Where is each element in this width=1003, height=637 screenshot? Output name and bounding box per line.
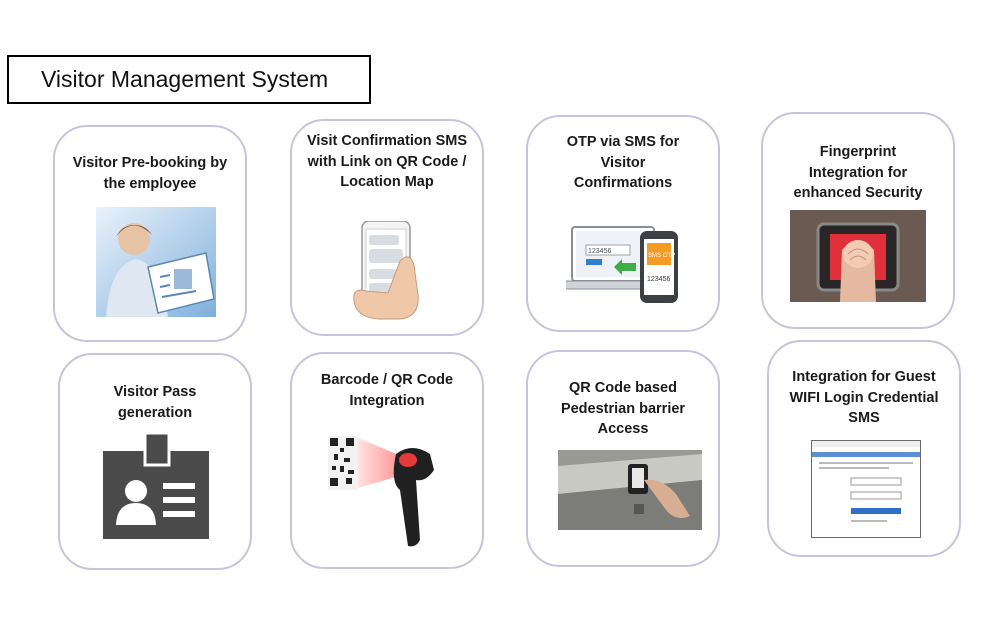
- card-visitor-pass: Visitor Pass generation: [58, 353, 252, 570]
- card-barcode-qr: Barcode / QR Code Integration: [290, 352, 484, 569]
- card-guest-wifi: Integration for Guest WIFI Login Credent…: [767, 340, 961, 557]
- card-qr-pedestrian-barrier: QR Code based Pedestrian barrier Access: [526, 350, 720, 567]
- card-visit-confirmation-sms: Visit Confirmation SMS with Link on QR C…: [290, 119, 484, 336]
- diagram-title: Visitor Management System: [7, 55, 371, 104]
- card-label: QR Code based Pedestrian barrier Access: [560, 380, 686, 437]
- card-fingerprint: Fingerprint Integration for enhanced Sec…: [761, 112, 955, 329]
- phone-otp-badge: SMS OTP: [648, 253, 675, 259]
- card-visitor-prebooking: Visitor Pre-booking by the employee: [53, 125, 247, 342]
- laptop-phone-otp-icon: 123456 SMS OTP 123456: [566, 219, 686, 315]
- card-label: Fingerprint Integration for enhanced Sec…: [793, 144, 923, 201]
- smartphone-sms-icon: [348, 221, 428, 321]
- fingerprint-scanner-icon: [790, 210, 926, 302]
- card-otp-sms: OTP via SMS for Visitor Confirmations 12…: [526, 115, 720, 332]
- card-label: Integration for Guest WIFI Login Credent…: [789, 369, 939, 426]
- wifi-login-tablet-icon: [811, 440, 921, 538]
- card-label: Visitor Pass generation: [113, 384, 197, 421]
- card-label: OTP via SMS for Visitor Confirmations: [566, 134, 680, 191]
- turnstile-qr-icon: [558, 450, 702, 530]
- laptop-otp-code: 123456: [588, 248, 611, 255]
- phone-otp-code: 123456: [647, 276, 670, 283]
- card-label: Visitor Pre-booking by the employee: [72, 155, 228, 192]
- id-badge-icon: [103, 433, 209, 539]
- barcode-scanner-icon: [326, 430, 446, 550]
- card-label: Barcode / QR Code Integration: [320, 372, 454, 409]
- employee-handing-document-icon: [96, 207, 216, 317]
- card-label: Visit Confirmation SMS with Link on QR C…: [306, 133, 468, 190]
